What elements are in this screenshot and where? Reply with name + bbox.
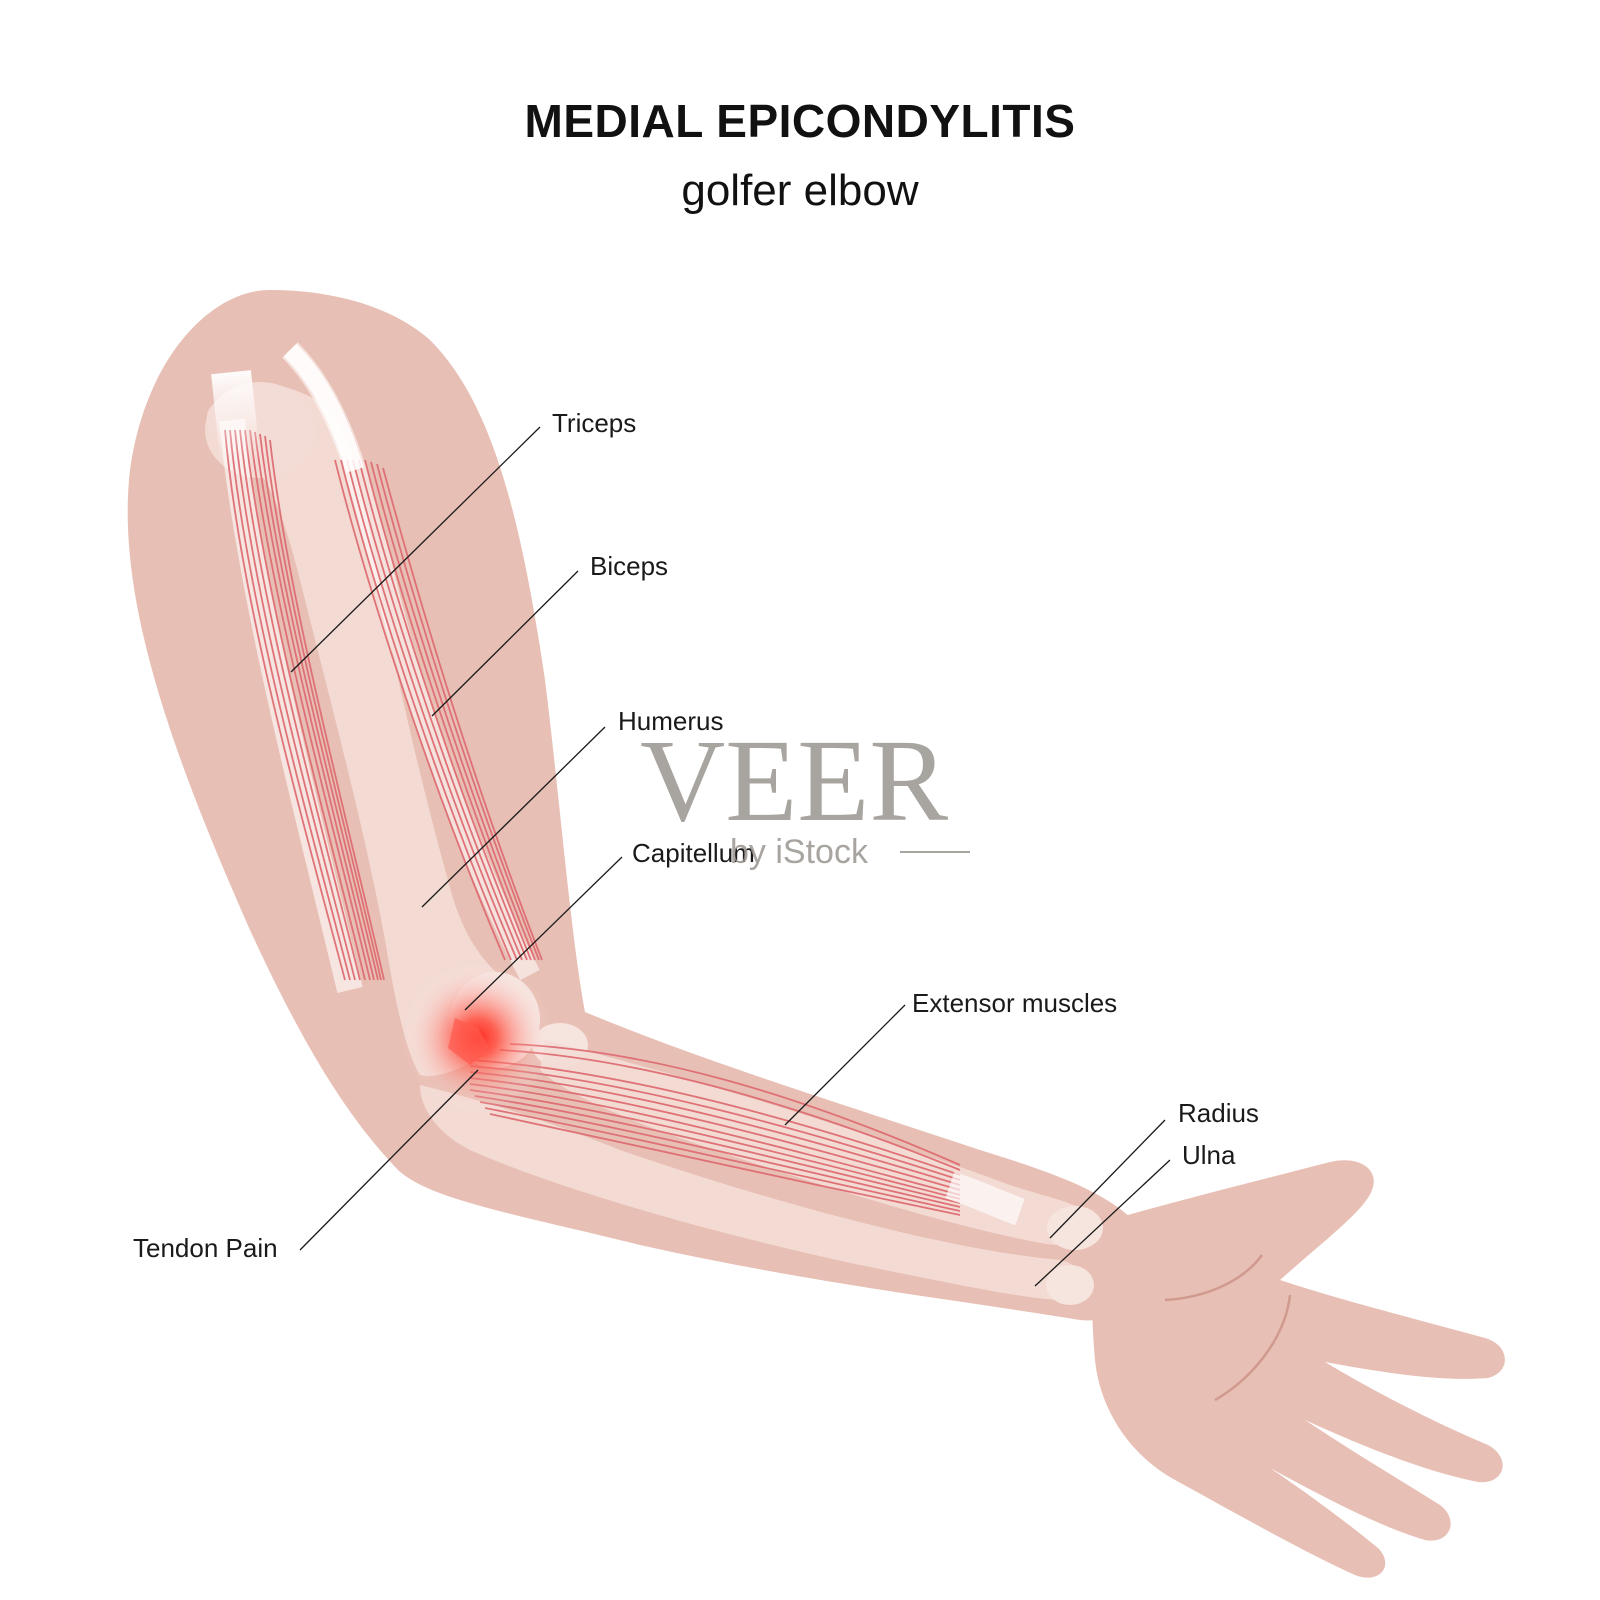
label-humerus: Humerus: [618, 706, 723, 736]
humerus-bone: [206, 382, 514, 1076]
ulna-distal: [1046, 1265, 1094, 1305]
leader-triceps: [290, 426, 541, 673]
palm-crease: [1214, 1294, 1292, 1402]
leader-tendon-pain: [299, 1069, 479, 1251]
leader-biceps: [431, 570, 579, 717]
label-radius: Radius: [1178, 1098, 1259, 1128]
ulna-bone: [420, 1085, 1082, 1300]
page-title: MEDIAL EPICONDYLITIS: [525, 95, 1076, 147]
radius-distal: [1047, 1206, 1103, 1250]
leader-radius: [1049, 1119, 1166, 1239]
page-subtitle: golfer elbow: [681, 166, 918, 215]
label-capitellum: Capitellum: [632, 838, 755, 868]
label-biceps: Biceps: [590, 551, 668, 581]
watermark-byline: by iStock: [730, 833, 869, 871]
leader-capitellum: [464, 856, 623, 1011]
leader-extensor: [784, 1004, 906, 1126]
leader-ulna: [1034, 1159, 1171, 1287]
label-ulna: Ulna: [1182, 1140, 1236, 1170]
label-tendon-pain: Tendon Pain: [133, 1233, 278, 1263]
medial-epicondyle: [448, 1018, 490, 1065]
palm-crease: [1164, 1254, 1264, 1302]
hand-silhouette: [1092, 1160, 1505, 1578]
triceps-muscle: [211, 370, 385, 993]
watermark-brand: VEER: [640, 715, 948, 846]
biceps-muscle: [282, 342, 543, 981]
label-extensor-muscles: Extensor muscles: [912, 988, 1117, 1018]
label-triceps: Triceps: [552, 408, 636, 438]
leader-humerus: [421, 726, 606, 908]
